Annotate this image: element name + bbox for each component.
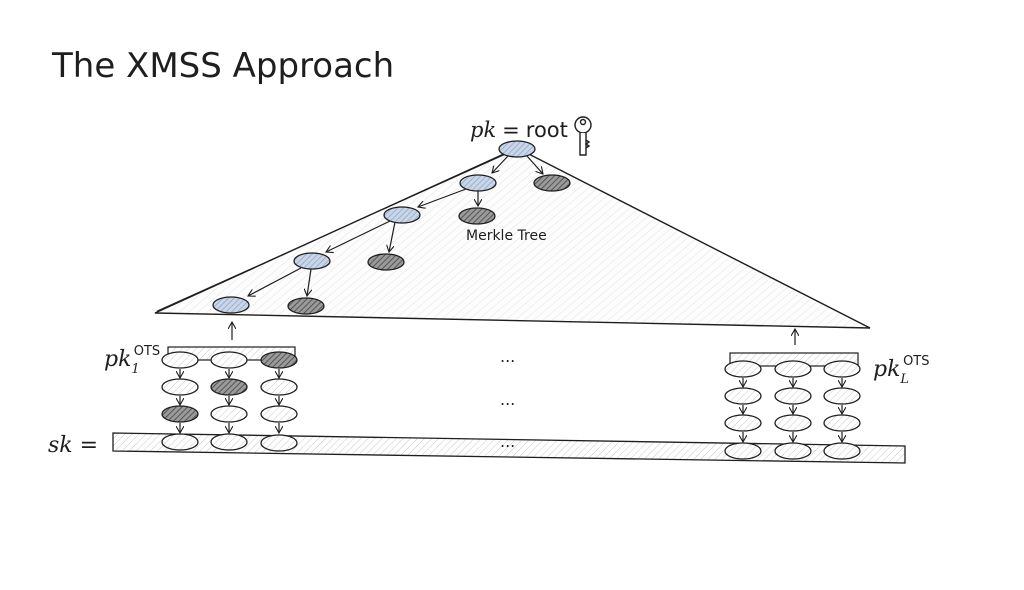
ellipsis-chain: ...	[500, 390, 515, 409]
tree-node-sibling	[367, 253, 405, 271]
tree-node-auth-path	[383, 206, 421, 224]
pk-ots-first-label: pk1OTS	[104, 344, 160, 377]
tree-edges	[248, 155, 543, 296]
ots-chains-first	[161, 351, 298, 452]
key-icon	[574, 116, 592, 156]
tree-node-sibling	[458, 207, 496, 225]
root-node	[498, 140, 536, 158]
triangle-sketch-line	[156, 149, 516, 312]
pk-ots-last-label: pkLOTS	[873, 354, 930, 387]
merkle-tree-label: Merkle Tree	[466, 228, 547, 244]
tree-node-auth-path	[293, 252, 331, 270]
sk-label: sk =	[48, 433, 98, 458]
tree-node-auth-path	[459, 174, 497, 192]
root-label: pk=root	[470, 118, 568, 142]
diagram-title: The XMSS Approach	[51, 46, 394, 86]
tree-leaf-node	[212, 296, 250, 314]
ellipsis-sk: ...	[500, 432, 515, 451]
tree-node-sibling	[533, 174, 571, 192]
tree-node-sibling	[287, 297, 325, 315]
ellipsis-pk: ...	[500, 347, 515, 366]
ots-chains-last	[724, 360, 861, 460]
sk-bar	[112, 432, 906, 464]
